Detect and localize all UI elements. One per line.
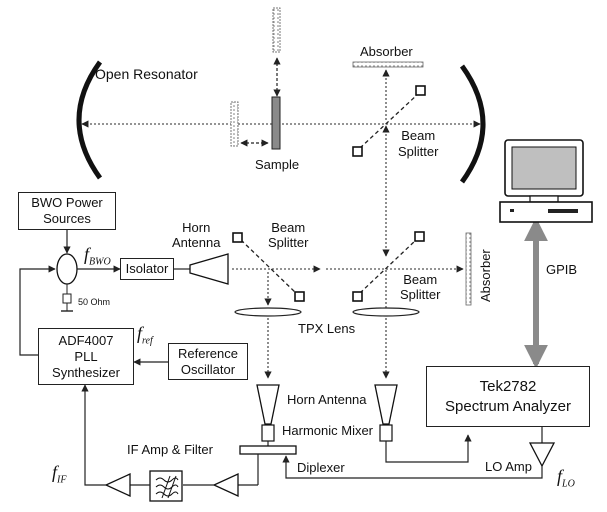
f-if-base: f <box>52 462 58 482</box>
beam-splitter-mid <box>240 239 298 295</box>
lo-amp-label: LO Amp <box>485 459 532 474</box>
f-if-sub: IF <box>57 474 67 486</box>
diplexer <box>239 445 297 455</box>
tek-line-2: Spectrum Analyzer <box>445 397 571 415</box>
horn-antenna-bottom-right <box>374 384 398 425</box>
splitter-mount-mid-bottom <box>294 291 305 302</box>
f-bwo-base: f <box>84 244 90 264</box>
isolator-box: Isolator <box>120 258 174 280</box>
absorber-top <box>352 61 424 68</box>
tpx-lens-right <box>352 307 420 317</box>
beam-splitter-top-label: Beam Splitter <box>398 128 438 160</box>
harmonic-mixer-right <box>379 424 393 442</box>
resonator-mirror-right <box>459 64 486 184</box>
absorber-right-label: Absorber <box>478 249 493 302</box>
beam-splitter-top <box>359 93 419 149</box>
horn-antenna-left <box>189 253 229 285</box>
bwo-power-line-2: Sources <box>43 211 91 226</box>
splitter-mount-right-top <box>414 231 425 242</box>
diplexer-label: Diplexer <box>297 460 345 475</box>
computer-icon <box>499 139 593 223</box>
tpx-lens-left <box>234 307 302 317</box>
splitter-mount-mid-top <box>232 232 243 243</box>
adf-line-1: ADF4007 <box>58 332 114 348</box>
ref-osc-line-1: Reference <box>178 345 238 361</box>
f-lo-base: f <box>557 466 563 486</box>
beam-splitter-top-text: Beam Splitter <box>398 128 439 159</box>
beam-splitter-right <box>359 239 417 294</box>
harmonic-mixer-left <box>261 424 275 442</box>
sample-alt-left <box>230 101 239 147</box>
lo-amp-to-diplexer <box>282 455 543 479</box>
if-amp-left <box>104 472 131 498</box>
bwo-oscillator <box>56 253 78 285</box>
f-lo-sub: LO <box>562 478 575 490</box>
adf-line-3: Synthesizer <box>52 364 120 380</box>
f-if-label: fIF <box>52 462 66 486</box>
bs-right-line-1: Beam <box>403 272 438 287</box>
splitter-mount-right-bottom <box>352 291 363 302</box>
tek-line-1: Tek2782 <box>479 377 537 395</box>
horn-left-line-1: Horn <box>182 220 211 235</box>
f-bwo-label: fBWO <box>84 244 111 268</box>
bs-right-line-2: Splitter <box>400 287 441 302</box>
if-amp-filter-label: IF Amp & Filter <box>127 442 213 457</box>
f-lo-label: fLO <box>557 466 575 490</box>
mixer-to-analyzer <box>385 434 472 463</box>
fifty-ohm-label: 50 Ohm <box>78 297 111 307</box>
bs-mid-line-1: Beam <box>271 220 306 235</box>
if-filter-icon <box>149 470 183 502</box>
if-to-pll <box>81 384 106 486</box>
horn-antenna-bottom-label: Horn Antenna <box>287 392 367 407</box>
sample-alt-top <box>272 7 281 53</box>
horn-antenna-bottom-left <box>256 384 280 425</box>
absorber-top-label: Absorber <box>360 44 413 59</box>
f-ref-sub: ref <box>142 335 153 347</box>
sample-label: Sample <box>255 157 300 172</box>
tpx-lens-label: TPX Lens <box>298 321 356 336</box>
splitter-mount-top-left <box>352 146 363 157</box>
ref-osc-line-2: Oscillator <box>180 361 236 377</box>
horn-left-line-2: Antenna <box>172 235 221 250</box>
f-ref-label: fref <box>137 323 153 347</box>
resonator-mirror-left <box>76 60 103 180</box>
lo-amp <box>528 442 556 468</box>
if-amp-right <box>212 472 239 498</box>
bwo-power-line-1: BWO Power <box>31 195 103 210</box>
bs-mid-line-2: Splitter <box>268 235 309 250</box>
sample <box>271 96 281 150</box>
f-bwo-sub: BWO <box>89 256 111 268</box>
adf-line-2: PLL <box>74 348 98 364</box>
isolator-label: Isolator <box>125 261 169 276</box>
harmonic-mixer-label: Harmonic Mixer <box>282 423 374 438</box>
splitter-mount-top-right <box>415 85 426 96</box>
pll-to-bwo <box>19 265 56 356</box>
fifty-ohm-resistor <box>62 293 72 304</box>
absorber-right <box>465 232 472 306</box>
gpib-label: GPIB <box>546 262 578 277</box>
f-ref-base: f <box>137 323 143 343</box>
open-resonator-label: Open Resonator <box>95 66 198 82</box>
